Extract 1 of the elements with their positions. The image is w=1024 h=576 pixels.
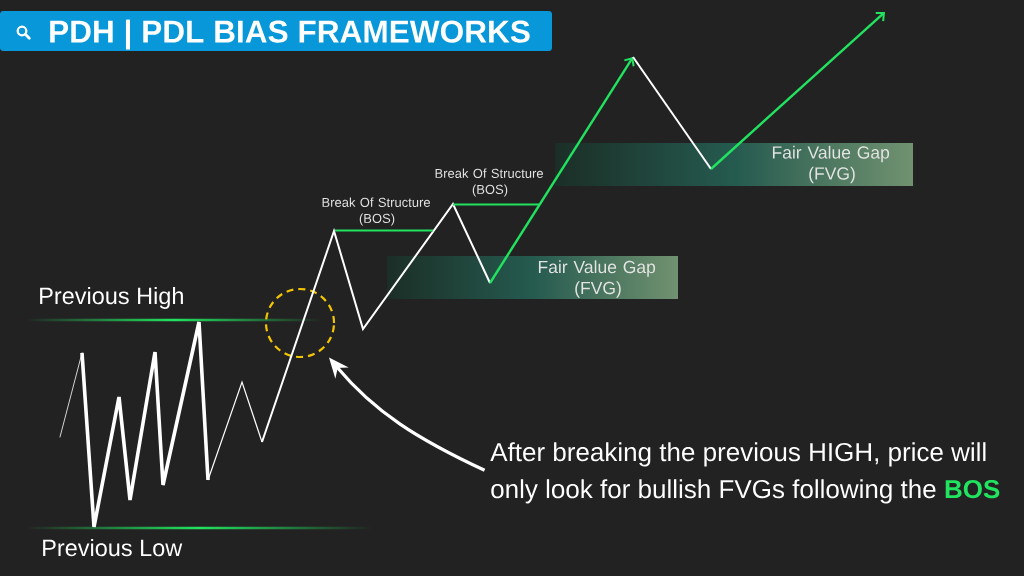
level-label: Previous Low	[43, 539, 183, 557]
